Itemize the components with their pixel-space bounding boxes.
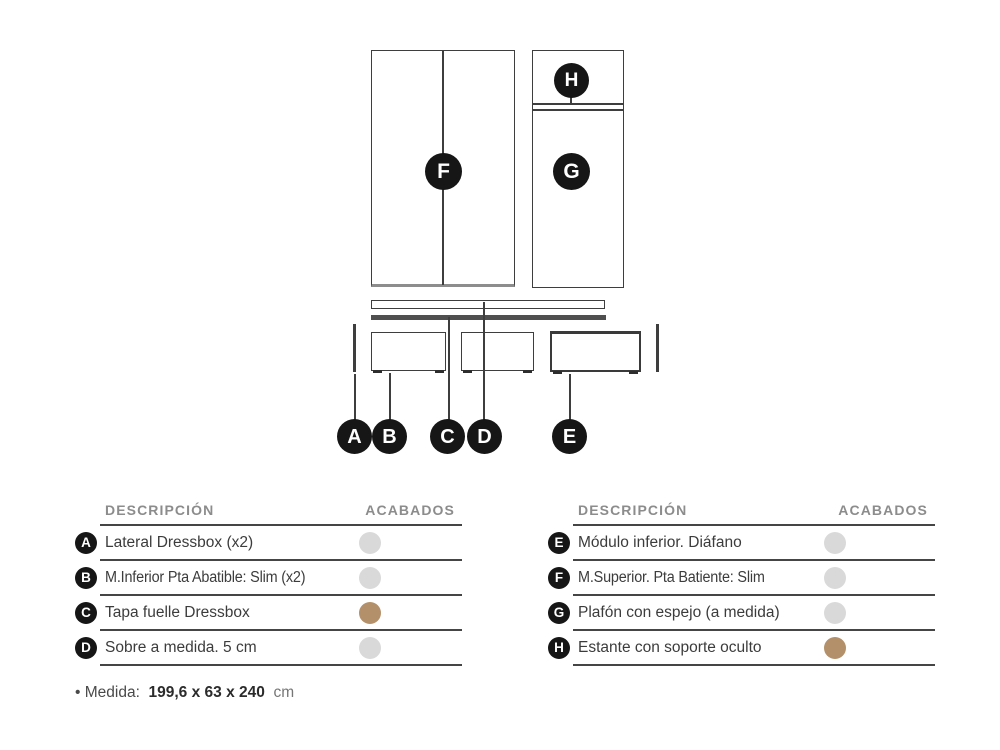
measurement-value: 199,6 x 63 x 240 (148, 684, 265, 701)
table-row: B M.Inferior Pta Abatible: Slim (x2) (75, 561, 462, 596)
row-description: Tapa fuelle Dressbox (105, 603, 250, 621)
measurement-line: • Medida: 199,6 x 63 x 240 cm (75, 684, 294, 702)
callout-c: C (430, 419, 465, 454)
module-foot (523, 370, 532, 373)
bellows-top-c-bar (371, 315, 606, 320)
finish-swatch (359, 601, 381, 624)
finish-swatch (359, 566, 381, 589)
row-description: M.Inferior Pta Abatible: Slim (x2) (105, 568, 306, 586)
table-row: F M.Superior. Pta Batiente: Slim (548, 561, 935, 596)
table-header: DESCRIPCIÓN ACABADOS (100, 497, 462, 526)
row-badge-c: C (75, 601, 97, 624)
finishes-column-header: ACABADOS (838, 501, 928, 518)
hidden-shelf-h-top-line (533, 103, 623, 105)
row-badge-h: H (548, 636, 570, 659)
finish-swatch (359, 531, 381, 554)
lower-module-e (550, 331, 641, 372)
leader-line-a (354, 374, 356, 420)
module-foot (629, 371, 638, 374)
row-badge-e: E (548, 531, 570, 554)
leader-line-d (483, 302, 485, 420)
side-panel-a-left (353, 324, 356, 372)
hidden-shelf-h-bottom-line (533, 109, 623, 111)
row-description: Sobre a medida. 5 cm (105, 638, 257, 656)
row-description: Lateral Dressbox (x2) (105, 533, 254, 551)
table-row: E Módulo inferior. Diáfano (548, 526, 935, 561)
lower-module-b-1 (371, 332, 446, 371)
leader-line-b (389, 373, 391, 420)
row-badge-a: A (75, 531, 97, 554)
module-foot (435, 370, 444, 373)
measurement-label: • Medida: (75, 684, 140, 701)
finish-swatch (824, 531, 846, 554)
row-description: Módulo inferior. Diáfano (578, 533, 742, 551)
table-row: G Plafón con espejo (a medida) (548, 596, 935, 631)
callout-a: A (337, 419, 372, 454)
row-description: M.Superior. Pta Batiente: Slim (578, 568, 765, 586)
callout-h: H (554, 63, 589, 98)
table-row: D Sobre a medida. 5 cm (75, 631, 462, 666)
row-badge-f: F (548, 566, 570, 589)
module-foot (553, 371, 562, 374)
callout-g: G (553, 153, 590, 190)
finishes-column-header: ACABADOS (365, 501, 455, 518)
row-badge-b: B (75, 566, 97, 589)
row-badge-d: D (75, 636, 97, 659)
finish-swatch (824, 566, 846, 589)
row-badge-g: G (548, 601, 570, 624)
countertop-d-outline (371, 300, 605, 309)
callout-b: B (372, 419, 407, 454)
callout-d: D (467, 419, 502, 454)
leader-line-c (448, 317, 450, 420)
lower-module-b-2 (461, 332, 534, 371)
module-foot (373, 370, 382, 373)
callout-f: F (425, 153, 462, 190)
table-row: A Lateral Dressbox (x2) (75, 526, 462, 561)
row-description: Plafón con espejo (a medida) (578, 603, 780, 621)
table-row: C Tapa fuelle Dressbox (75, 596, 462, 631)
description-column-header: DESCRIPCIÓN (578, 501, 688, 518)
table-header: DESCRIPCIÓN ACABADOS (573, 497, 935, 526)
module-foot (463, 370, 472, 373)
finish-swatch (824, 601, 846, 624)
leader-line-e (569, 374, 571, 420)
callout-e: E (552, 419, 587, 454)
spec-table-right: DESCRIPCIÓN ACABADOS E Módulo inferior. … (548, 497, 935, 666)
finish-swatch (824, 636, 846, 659)
description-column-header: DESCRIPCIÓN (105, 501, 215, 518)
row-description: Estante con soporte oculto (578, 638, 762, 656)
finish-swatch (359, 636, 381, 659)
measurement-unit: cm (273, 684, 295, 701)
side-panel-a-right (656, 324, 659, 372)
spec-table-left: DESCRIPCIÓN ACABADOS A Lateral Dressbox … (75, 497, 462, 666)
table-row: H Estante con soporte oculto (548, 631, 935, 666)
leader-line-h (570, 96, 572, 104)
